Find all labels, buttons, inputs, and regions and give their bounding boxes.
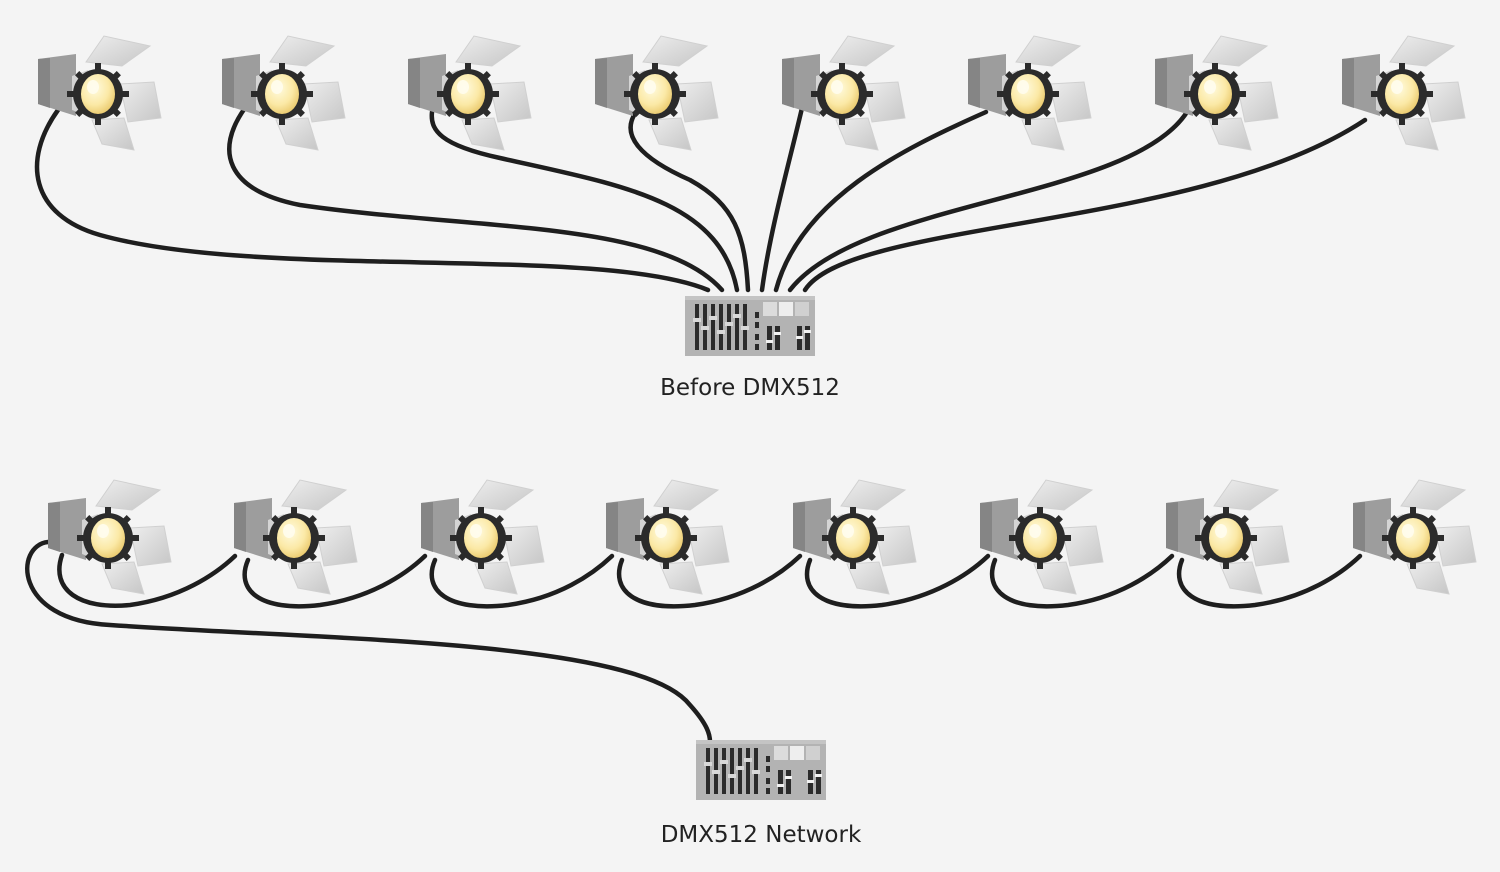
- cable: [802, 117, 1368, 293]
- cable: [34, 107, 711, 293]
- spotlight-icon: [47, 479, 172, 595]
- before-dmx512-diagram: Before DMX512: [34, 35, 1466, 401]
- fixture-row-top: [37, 35, 1466, 151]
- spotlight-icon: [233, 479, 358, 595]
- spotlight-icon: [1341, 35, 1466, 151]
- daisy-chain-cables: [25, 539, 1363, 745]
- caption-dmx512-network: DMX512 Network: [661, 822, 862, 848]
- spotlight-icon: [967, 35, 1092, 151]
- star-cables: [34, 105, 1368, 293]
- cable: [25, 539, 713, 745]
- cable: [787, 109, 1190, 293]
- caption-before-dmx512: Before DMX512: [660, 375, 840, 401]
- spotlight-icon: [979, 479, 1104, 595]
- cable: [429, 109, 740, 293]
- cable: [429, 553, 615, 609]
- cable: [1176, 553, 1363, 609]
- cable: [628, 109, 751, 293]
- spotlight-icon: [407, 35, 532, 151]
- spotlight-icon: [1154, 35, 1279, 151]
- spotlight-icon: [605, 479, 730, 595]
- cable: [989, 553, 1175, 609]
- cable: [227, 105, 725, 293]
- cable: [804, 553, 991, 609]
- spotlight-icon: [1352, 479, 1477, 595]
- fixture-row-bottom: [47, 479, 1477, 595]
- cable: [759, 105, 805, 293]
- console-icon: [696, 740, 826, 800]
- dmx512-network-diagram: DMX512 Network: [25, 479, 1477, 848]
- cable: [57, 552, 238, 608]
- spotlight-icon: [792, 479, 917, 595]
- spotlight-icon: [594, 35, 719, 151]
- spotlight-icon: [37, 35, 162, 151]
- spotlight-icon: [1165, 479, 1290, 595]
- spotlight-icon: [781, 35, 906, 151]
- console-icon: [685, 296, 815, 356]
- cable: [616, 553, 803, 609]
- cable: [773, 109, 989, 293]
- cable: [242, 553, 428, 609]
- spotlight-icon: [221, 35, 346, 151]
- spotlight-icon: [420, 479, 545, 595]
